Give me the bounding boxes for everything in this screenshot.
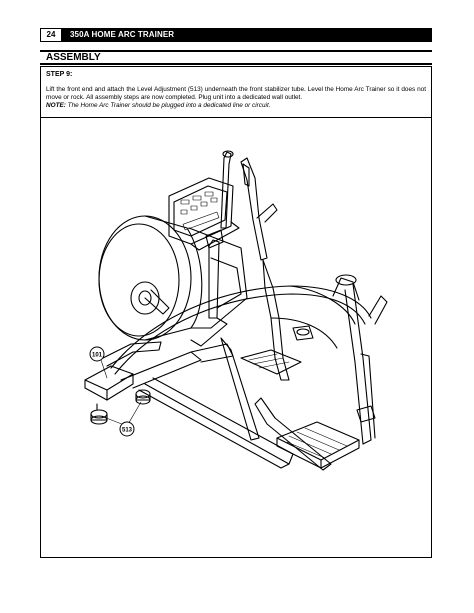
callout-513-label: 513	[122, 428, 133, 434]
callout-513: 513	[119, 421, 135, 437]
callout-101: 101	[89, 346, 105, 362]
assembly-figure: 101 513	[40, 118, 432, 558]
callout-101-label: 101	[92, 353, 103, 359]
step-label: STEP 9:	[46, 71, 73, 78]
note-label: NOTE:	[46, 102, 66, 109]
section-title: ASSEMBLY	[40, 50, 432, 65]
page-header: 24 350A HOME ARC TRAINER	[40, 28, 432, 42]
note-text: The Home Arc Trainer should be plugged i…	[65, 102, 271, 109]
arc-trainer-illustration: 101 513	[84, 150, 388, 471]
header-title: 350A HOME ARC TRAINER	[70, 30, 175, 39]
step-instructions: STEP 9: Lift the front end and attach th…	[40, 66, 432, 118]
step-text: Lift the front end and attach the Level …	[46, 86, 426, 101]
page-number: 24	[40, 28, 62, 42]
step-note: NOTE: The Home Arc Trainer should be plu…	[46, 102, 426, 110]
